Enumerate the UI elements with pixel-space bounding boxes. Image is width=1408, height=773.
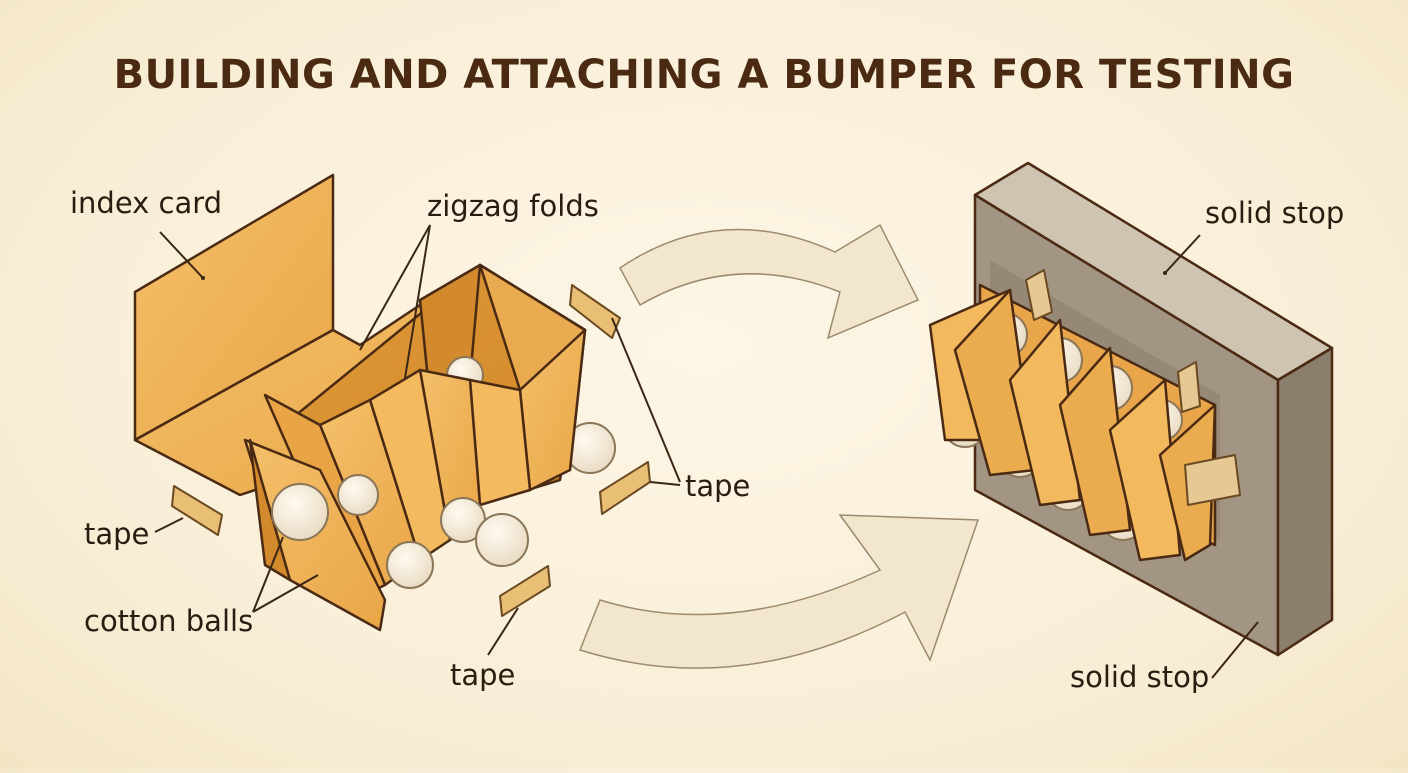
label-tape-bottom: tape xyxy=(450,658,516,692)
bumper-exploded xyxy=(133,173,651,632)
label-cotton-balls: cotton balls xyxy=(84,604,254,638)
arrow-bottom xyxy=(579,514,980,669)
tape-pieces xyxy=(171,284,651,617)
label-zigzag-folds: zigzag folds xyxy=(427,189,599,223)
label-tape-left: tape xyxy=(84,517,150,551)
tape-strips-attached xyxy=(1025,269,1241,506)
bumper-attached xyxy=(928,269,1241,562)
arrow-top xyxy=(619,223,920,340)
cotton-balls-front xyxy=(271,474,529,589)
label-solid-stop-bottom: solid stop xyxy=(1070,660,1210,694)
leader-arrowheads xyxy=(201,271,1167,280)
label-tape-right: tape xyxy=(685,469,751,503)
page-title: BUILDING AND ATTACHING A BUMPER FOR TEST… xyxy=(113,52,1295,98)
leader-lines xyxy=(154,224,1259,679)
label-solid-stop-top: solid stop xyxy=(1205,196,1345,230)
label-index-card: index card xyxy=(70,186,223,220)
solid-stop-side-face xyxy=(1276,346,1334,657)
